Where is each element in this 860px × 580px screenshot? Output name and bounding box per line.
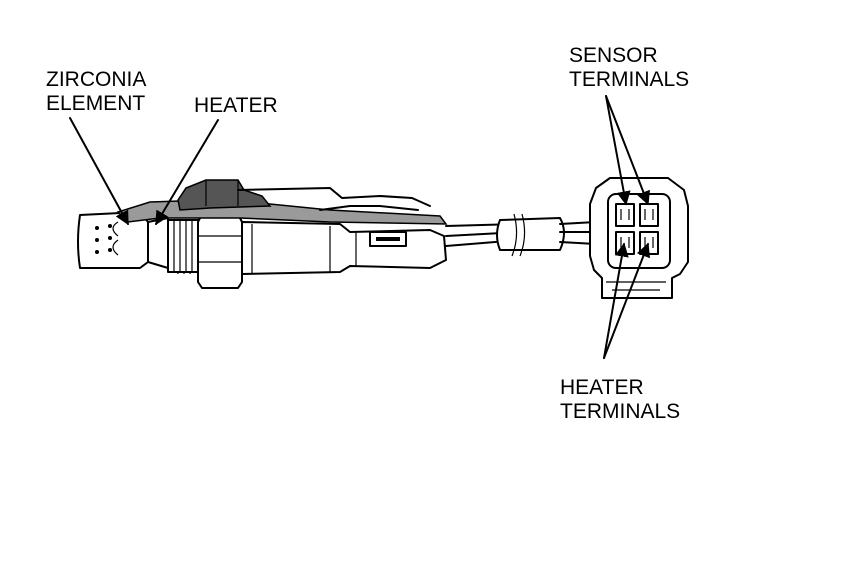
sensor-thread [147, 217, 169, 269]
tip-vent-hole [108, 236, 112, 240]
sensor-terminals-leader-right [605, 95, 650, 206]
zirconia-element-label-line1: ZIRCONIA [46, 68, 146, 91]
sensor-terminals-label-line1: SENSOR [569, 44, 658, 67]
harness-sleeve-break [511, 213, 526, 257]
zirconia-element-label-line2: ELEMENT [46, 92, 145, 115]
leader-lines [69, 95, 650, 359]
heater-cover [177, 179, 272, 211]
tip-vent-hole [95, 250, 99, 254]
oxygen-sensor [77, 179, 597, 289]
thread-lines [173, 220, 199, 272]
heater-terminals-leader-right [603, 242, 650, 359]
heater-leader [155, 119, 219, 226]
sensor-terminals-label: SENSOR TERMINALS [569, 44, 689, 91]
hex-nut [197, 213, 243, 289]
sensor-terminals-leader-left [605, 95, 631, 206]
heater-terminals-leader-left [603, 242, 629, 359]
heater-terminals-label: HEATER TERMINALS [560, 376, 680, 423]
terminal-pins [620, 237, 654, 248]
tip-vent-hole [108, 248, 112, 252]
terminal-pins [620, 209, 654, 220]
wire-loop [319, 205, 419, 211]
zirconia-element-leader [69, 117, 129, 226]
body-window-slot [376, 237, 400, 241]
heater-terminals-label-line1: HEATER [560, 376, 644, 399]
hex-nut-face [198, 235, 242, 263]
heater-terminals-label-line2: TERMINALS [560, 400, 680, 423]
tip-vent-hole [108, 224, 112, 228]
heater-label: HEATER [194, 94, 278, 117]
connector-latch [606, 281, 666, 291]
zirconia-element-label: ZIRCONIA ELEMENT [46, 68, 151, 115]
connector [589, 177, 689, 299]
heater-terminal-right [639, 231, 659, 255]
sensor-terminal-left [615, 203, 635, 227]
callout-labels: ZIRCONIA ELEMENT HEATER SENSOR TERMINALS… [46, 44, 689, 423]
body-detail [251, 224, 357, 274]
heater-terminal-left [615, 231, 635, 255]
tip-vent-hole [95, 226, 99, 230]
sensor-terminals-label-line2: TERMINALS [569, 68, 689, 91]
thread-block [167, 219, 203, 273]
harness-sleeve [496, 217, 565, 251]
wire-loop [237, 187, 431, 207]
sensor-body [241, 221, 447, 275]
heater-cover-detail [205, 180, 239, 206]
tip-vent-hole [95, 238, 99, 242]
sensor-terminal-right [639, 203, 659, 227]
